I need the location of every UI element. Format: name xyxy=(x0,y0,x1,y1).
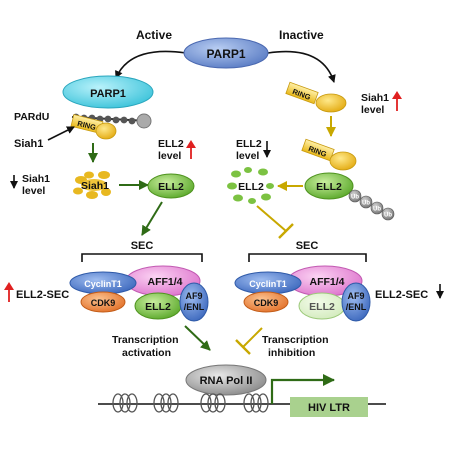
activation-arrow xyxy=(184,325,211,351)
parp1-left-node xyxy=(62,75,154,109)
siah1-level-line2: level xyxy=(22,185,45,197)
siah1-left-body xyxy=(95,122,117,140)
af9-left-line2: /ENL xyxy=(184,302,205,312)
inactive-label: Inactive xyxy=(279,28,324,42)
ell2-left-level-line1: ELL2 xyxy=(158,138,184,150)
ell2-sec-right-label: ELL2 xyxy=(309,301,335,313)
ubiquitin-chain-icon: Ub Ub Ub Ub xyxy=(348,189,395,221)
ell2-left-node xyxy=(147,173,195,199)
inhibition-line1: Transcription xyxy=(262,334,329,346)
af9-right-line2: /ENL xyxy=(346,302,367,312)
cdk9-left-label: CDK9 xyxy=(91,298,116,308)
rna-pol-ii-label: RNA Pol II xyxy=(200,375,253,387)
af9-left-line1: AF9 xyxy=(185,291,202,301)
activation-line2: activation xyxy=(122,347,171,359)
cyclint1-right-label: CyclinT1 xyxy=(249,279,287,289)
ell2-left-level-line2: level xyxy=(158,150,181,162)
ell2-sec-right-side-label: ELL2-SEC xyxy=(375,289,428,301)
ell2-sec-left-label: ELL2 xyxy=(145,301,171,313)
hiv-ltr-box xyxy=(290,397,368,417)
ring-right-mid-shape xyxy=(301,138,335,162)
ell2-ub-label: ELL2 xyxy=(316,181,342,193)
ell2-right-level-line1: ELL2 xyxy=(236,138,262,150)
ell2-ub-node xyxy=(304,172,354,200)
cdk9-left-node xyxy=(80,291,126,313)
aff-left-label: AFF1/4 xyxy=(147,276,182,288)
ell2-right-level-line2: level xyxy=(236,150,259,162)
rna-pol-ii-node xyxy=(185,364,267,396)
ub-tag: Ub xyxy=(384,213,392,219)
pardu-label: PARdU xyxy=(14,111,49,123)
inactive-arc-arrow xyxy=(267,50,336,83)
parp1-left-label: PARP1 xyxy=(90,88,126,100)
siah1-right-level-line1: Siah1 xyxy=(361,92,389,104)
ell2-degraded-label: ELL2 xyxy=(238,181,264,193)
ring-right-top-shape xyxy=(285,81,319,105)
aff-right-label: AFF1/4 xyxy=(309,276,344,288)
sec-left-title: SEC xyxy=(131,240,154,252)
active-arc-arrow xyxy=(115,50,187,79)
active-label: Active xyxy=(136,28,172,42)
inhibition-bar-icon xyxy=(235,327,263,355)
sec-left-bracket xyxy=(81,253,203,262)
promoter-arrow xyxy=(270,374,335,404)
cdk9-right-node xyxy=(243,291,289,313)
activation-line1: Transcription xyxy=(112,334,179,346)
ub-tag: Ub xyxy=(351,195,359,201)
siah1-fragments-icon xyxy=(73,171,111,199)
af9-right-line1: AF9 xyxy=(347,291,364,301)
up-arrow-icon xyxy=(186,140,196,159)
cyclint1-left-label: CyclinT1 xyxy=(84,279,122,289)
siah1-fragments-label: Siah1 xyxy=(81,180,109,192)
cdk9-right-label: CDK9 xyxy=(254,298,279,308)
up-arrow-icon xyxy=(4,282,14,302)
ub-tag: Ub xyxy=(373,207,381,213)
siah1-level-line1: Siah1 xyxy=(22,173,50,185)
ub-tag: Ub xyxy=(362,201,370,207)
inhibition-bar-icon xyxy=(256,205,294,239)
parp1-center-node xyxy=(183,37,269,69)
siah1-right-mid-body xyxy=(329,151,357,171)
af9-left-node xyxy=(179,282,209,322)
siah1-right-body xyxy=(315,93,347,113)
hiv-ltr-label: HIV LTR xyxy=(308,402,350,414)
siah1-pointer-label: Siah1 xyxy=(14,138,43,150)
siah1-right-level-line2: level xyxy=(361,104,384,116)
siah1-pointer-arrow xyxy=(47,126,75,141)
sec-right-bracket xyxy=(248,253,367,262)
ell2-to-sec-left-arrow xyxy=(141,201,163,236)
ell2-sec-left-side-label: ELL2-SEC xyxy=(16,289,69,301)
up-arrow-icon xyxy=(392,91,402,111)
ell2-left-label: ELL2 xyxy=(158,181,184,193)
ell2-fragments-icon xyxy=(227,167,274,204)
sec-right-title: SEC xyxy=(296,240,319,252)
ring-left-label: RING xyxy=(76,119,97,132)
inhibition-line2: inhibition xyxy=(268,347,315,359)
af9-right-node xyxy=(341,282,371,322)
parp1-center-label: PARP1 xyxy=(206,47,245,61)
